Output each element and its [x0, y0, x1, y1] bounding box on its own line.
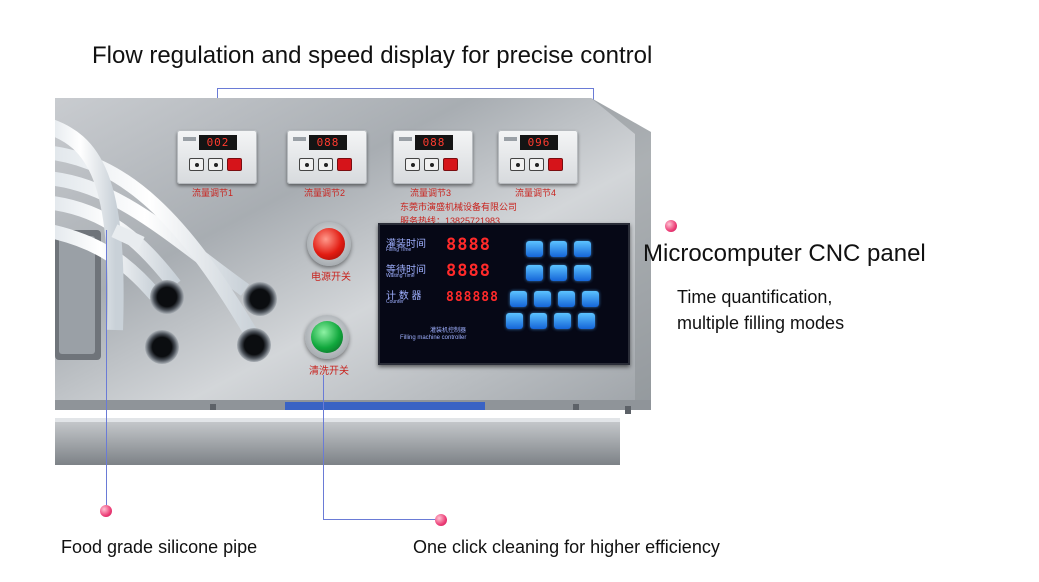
filling-machine: 002 流量调节1 088 流量调节2 088 流量调节3 096 [55, 90, 705, 475]
cnc-callout-title: Microcomputer CNC panel [643, 240, 926, 267]
cnc-key[interactable] [510, 291, 527, 307]
meter-key[interactable] [318, 158, 333, 171]
company-name: 东莞市演盛机械设备有限公司 [400, 202, 518, 212]
meter-key-red[interactable] [443, 158, 458, 171]
cnc-row-cn: 灌装时间 [386, 239, 426, 250]
cnc-title-en: Filling machine controller [400, 335, 467, 341]
pipe-leader-line [106, 230, 107, 505]
cnc-callout-dot [665, 220, 677, 232]
flow-meter-label: 流量调节1 [192, 188, 234, 198]
meter-key[interactable] [208, 158, 223, 171]
flow-meter-1: 002 [177, 130, 257, 184]
cnc-digits: 8888 [446, 261, 491, 281]
cnc-key[interactable] [550, 265, 567, 281]
meter-display: 088 [309, 135, 347, 150]
cnc-key[interactable] [558, 291, 575, 307]
service-hotline: 服务热线：13825721983 [400, 216, 501, 226]
cnc-digits: 8888 [446, 235, 491, 255]
meter-display: 096 [520, 135, 558, 150]
cnc-row-en: Waiting Time [386, 273, 415, 279]
tube-port [145, 330, 179, 364]
meter-bracket-top [217, 88, 593, 89]
cnc-key[interactable] [582, 291, 599, 307]
cnc-row-cn: 计 数 器 [386, 291, 422, 302]
meter-key[interactable] [405, 158, 420, 171]
cnc-row-waiting: 等待时间 Waiting Time 8888 [386, 261, 536, 283]
clean-switch-label: 清洗开关 [309, 366, 349, 377]
cnc-key[interactable] [530, 313, 547, 329]
meter-display: 002 [199, 135, 237, 150]
cnc-row-en: Counter [386, 299, 404, 305]
meter-key-red[interactable] [227, 158, 242, 171]
cnc-key[interactable] [578, 313, 595, 329]
flow-meter-label: 流量调节3 [410, 188, 452, 198]
flow-meter-2: 088 [287, 130, 367, 184]
meter-key[interactable] [189, 158, 204, 171]
tube-port [237, 328, 271, 362]
cnc-key[interactable] [526, 241, 543, 257]
meter-key[interactable] [299, 158, 314, 171]
pipe-callout-text: Food grade silicone pipe [61, 537, 258, 557]
flow-meter-3: 088 [393, 130, 473, 184]
power-switch[interactable] [307, 222, 351, 266]
clean-leader-vertical [323, 375, 324, 519]
flow-meter-label: 流量调节2 [304, 188, 346, 198]
clean-callout-text: One click cleaning for higher efficiency [413, 537, 720, 557]
cnc-row-en: Filling Time [386, 247, 412, 253]
meter-brand-mark [293, 137, 306, 141]
meter-key[interactable] [529, 158, 544, 171]
meter-display: 088 [415, 135, 453, 150]
power-switch-label: 电源开关 [311, 272, 351, 283]
cnc-key[interactable] [554, 313, 571, 329]
pipe-callout-dot [100, 505, 112, 517]
cnc-key[interactable] [534, 291, 551, 307]
meter-key-red[interactable] [337, 158, 352, 171]
flow-meter-4: 096 [498, 130, 578, 184]
cnc-row-filling: 灌装时间 Filling Time 8888 [386, 235, 536, 257]
cnc-key[interactable] [574, 241, 591, 257]
tube-port [150, 280, 184, 314]
cnc-callout-desc-line2: multiple filling modes [677, 313, 845, 333]
meter-brand-mark [504, 137, 517, 141]
headline: Flow regulation and speed display for pr… [92, 42, 653, 69]
clean-button [311, 321, 343, 353]
cnc-key[interactable] [506, 313, 523, 329]
clean-callout-dot [435, 514, 447, 526]
clean-leader-horizontal [323, 519, 439, 520]
tube-port [243, 282, 277, 316]
cnc-row-cn: 等待时间 [386, 265, 426, 276]
cnc-row-counter: 计 数 器 Counter 888888 [386, 287, 536, 309]
power-lamp [313, 228, 345, 260]
meter-brand-mark [399, 137, 412, 141]
cnc-callout-desc-line1: Time quantification, [677, 287, 833, 307]
cnc-key[interactable] [526, 265, 543, 281]
cnc-key[interactable] [574, 265, 591, 281]
meter-key-red[interactable] [548, 158, 563, 171]
cnc-key[interactable] [550, 241, 567, 257]
cnc-title-cn: 灌装机控制器 [430, 328, 467, 334]
meter-key[interactable] [510, 158, 525, 171]
meter-brand-mark [183, 137, 196, 141]
cnc-panel: 灌装时间 Filling Time 8888 等待时间 Waiting Time… [378, 223, 630, 365]
flow-meter-label: 流量调节4 [515, 188, 557, 198]
meter-key[interactable] [424, 158, 439, 171]
clean-switch[interactable] [305, 315, 349, 359]
cnc-digits: 888888 [446, 290, 499, 305]
